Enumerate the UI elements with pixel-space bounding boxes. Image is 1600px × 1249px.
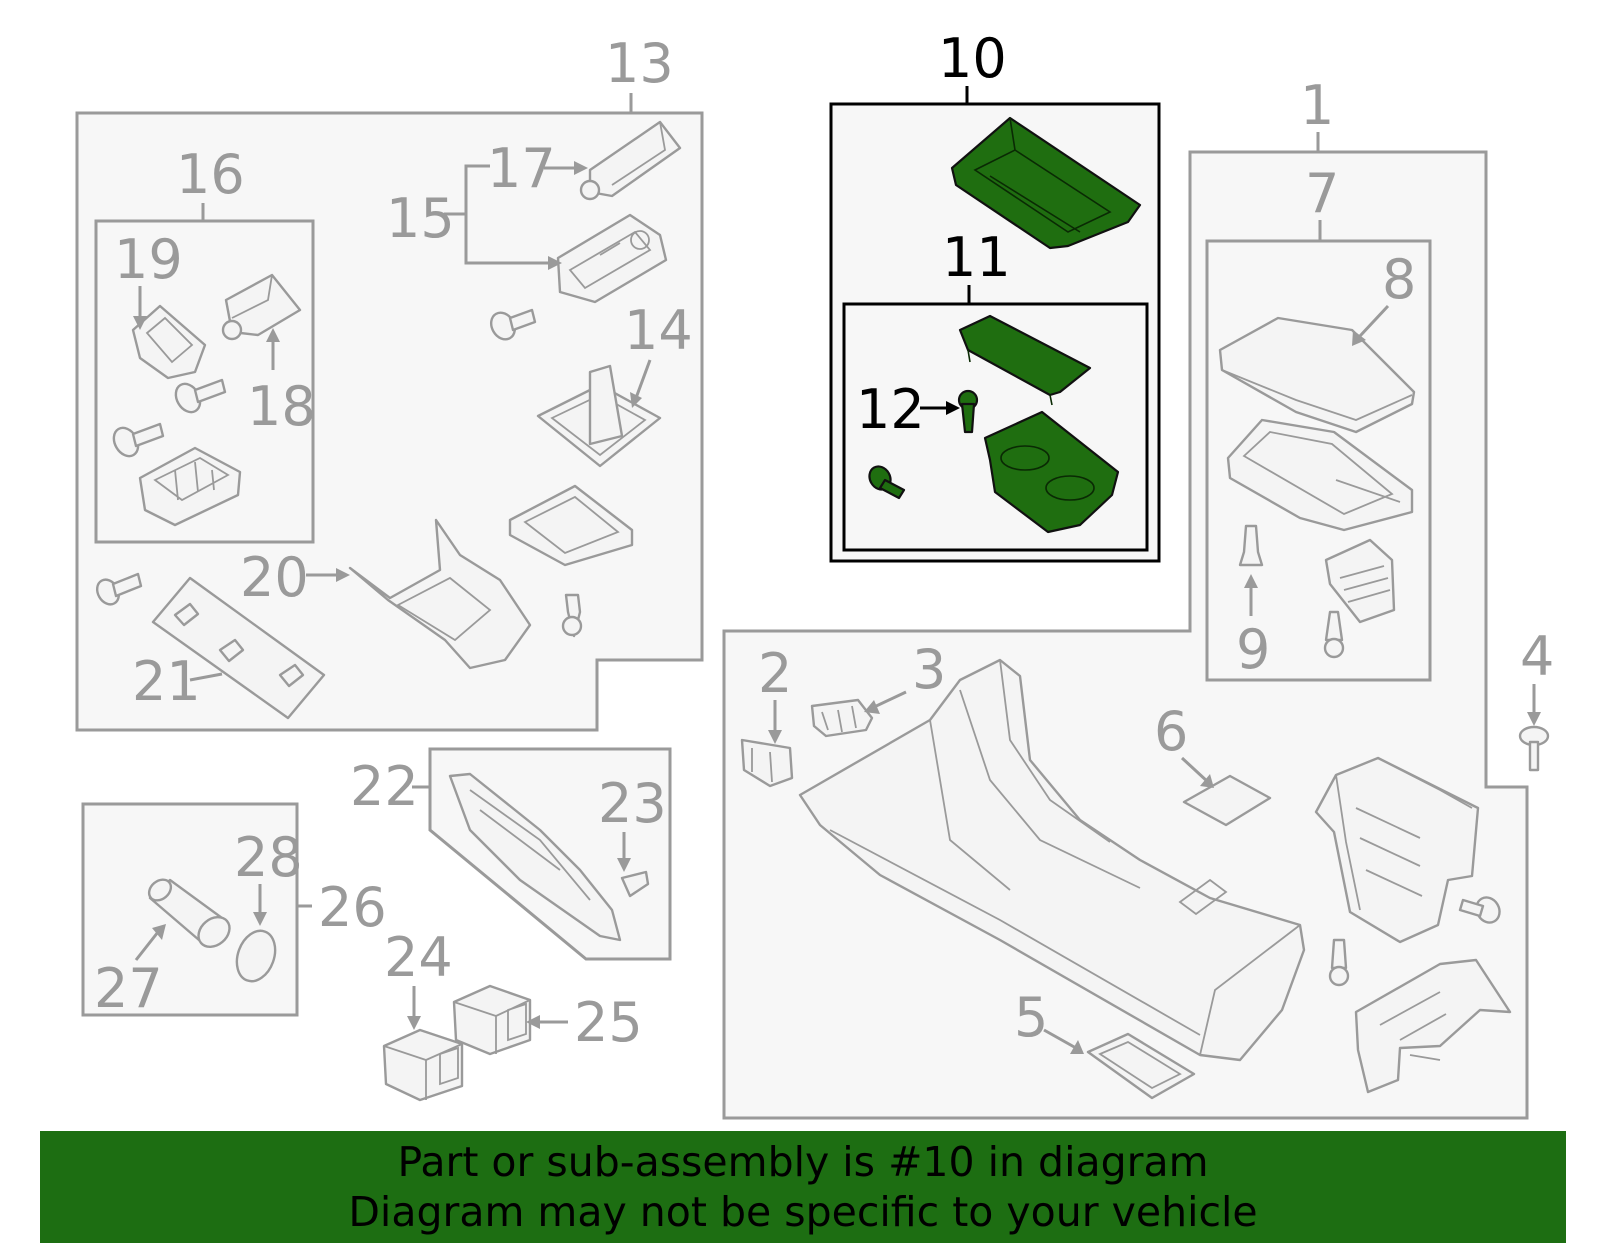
callout-6: 6 <box>1154 700 1188 763</box>
callout-14: 14 <box>624 299 693 362</box>
callout-3: 3 <box>912 638 946 701</box>
callout-24: 24 <box>384 926 453 989</box>
part-17-trim <box>579 120 682 201</box>
part-24-switch <box>382 1028 464 1102</box>
screw-d <box>95 572 143 606</box>
part-11-lid <box>958 314 1092 406</box>
part-19-switch-bezel <box>131 304 207 380</box>
screw-i <box>1328 938 1350 987</box>
callout-20: 20 <box>240 546 309 609</box>
part-12-screw <box>957 389 979 434</box>
connector <box>1324 538 1396 624</box>
part-9-screw <box>1238 524 1264 567</box>
callout-23: 23 <box>598 772 667 835</box>
callout-1: 1 <box>1300 74 1334 137</box>
part-20-console-trim <box>348 518 532 670</box>
part-27-power-socket <box>147 878 231 948</box>
part-25-switch <box>452 984 532 1056</box>
part-6-pad <box>1182 774 1272 827</box>
banner-line-2: Diagram may not be specific to your vehi… <box>348 1188 1258 1236</box>
shift-bezel <box>508 484 634 567</box>
callout-19: 19 <box>114 228 183 291</box>
callout-4: 4 <box>1520 625 1554 688</box>
console-bracket <box>1354 958 1512 1094</box>
callout-21: 21 <box>132 650 201 713</box>
part-11-cup-holder <box>983 410 1120 534</box>
callout-13: 13 <box>605 32 674 95</box>
callout-27: 27 <box>94 957 163 1020</box>
callout-18: 18 <box>247 375 316 438</box>
callout-10: 10 <box>938 27 1007 90</box>
callout-8: 8 <box>1382 248 1416 311</box>
callout-15: 15 <box>386 187 455 250</box>
part-21-switch-panel <box>151 576 326 720</box>
part-15-bracket <box>556 213 668 304</box>
kick-panel <box>448 772 622 942</box>
banner-line-1: Part or sub-assembly is #10 in diagram <box>397 1138 1209 1186</box>
callout-7: 7 <box>1305 162 1339 225</box>
callout-25: 25 <box>574 991 643 1054</box>
screw-b <box>112 422 165 458</box>
part-18-switch <box>221 273 302 341</box>
part-10-console-panel <box>950 116 1142 250</box>
callout-9: 9 <box>1236 618 1270 681</box>
part-23-clip <box>620 870 650 898</box>
info-banner: Part or sub-assembly is #10 in diagram D… <box>40 1131 1566 1243</box>
screw-e <box>561 593 583 638</box>
callout-16: 16 <box>176 143 245 206</box>
part-4-clip <box>1518 725 1550 772</box>
part-8-armrest-lid <box>1218 316 1416 434</box>
part-28-cap <box>235 929 277 983</box>
callout-26: 26 <box>318 876 387 939</box>
callout-11: 11 <box>942 226 1011 289</box>
part-14-shift-boot <box>536 364 662 468</box>
center-console-body <box>798 658 1306 1062</box>
part-2-clip <box>740 738 794 788</box>
armrest-base <box>1226 418 1414 532</box>
switch-module <box>138 446 242 527</box>
callout-5: 5 <box>1014 986 1048 1049</box>
screw-g <box>1323 610 1345 659</box>
screw-c <box>489 308 537 341</box>
storage-bin <box>1314 756 1480 944</box>
callout-2: 2 <box>758 642 792 705</box>
callout-28: 28 <box>234 826 303 889</box>
screw-a <box>174 378 227 414</box>
screw-f <box>868 465 906 500</box>
callout-12: 12 <box>856 378 925 441</box>
callout-22: 22 <box>350 755 419 818</box>
part-5-tray <box>1086 1032 1196 1100</box>
part-3-clip <box>810 698 874 738</box>
screw-h <box>1458 896 1501 924</box>
